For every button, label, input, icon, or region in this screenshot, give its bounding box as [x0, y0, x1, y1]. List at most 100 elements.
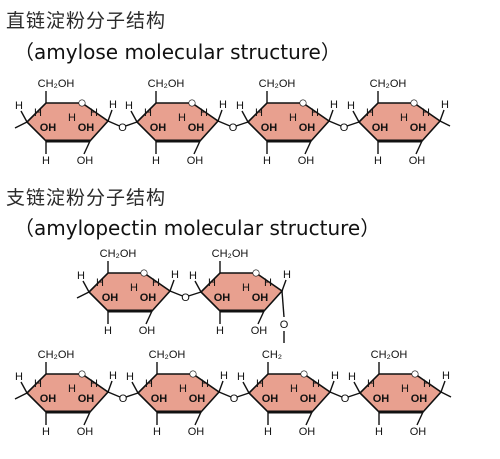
branch-bond: [281, 290, 285, 318]
h-bond: [20, 110, 28, 123]
ch2oh-label: CH₂OH: [100, 248, 137, 260]
h-bond: [107, 380, 113, 393]
ch2oh-label: CH₂OH: [212, 248, 249, 260]
oh-bond: [305, 411, 313, 426]
oh-label: OH: [410, 426, 427, 438]
oh-label: OH: [262, 393, 279, 405]
glycosidic-oxygen: O: [230, 393, 239, 405]
oh-bond: [415, 140, 423, 155]
h-bond: [169, 279, 175, 292]
h-bond: [440, 380, 446, 393]
h-label: H: [366, 107, 374, 119]
h-label: H: [311, 107, 319, 119]
oh-label: OH: [252, 292, 269, 304]
oh-label: OH: [40, 122, 57, 134]
h-bond: [194, 280, 202, 293]
h-label: H: [312, 378, 320, 390]
glycosidic-oxygen: O: [118, 122, 127, 134]
oh-label: OH: [189, 393, 206, 405]
oh-bond: [194, 411, 202, 426]
h-bond: [82, 280, 90, 293]
ring-oxygen-atom: [299, 99, 307, 107]
h-label: H: [423, 378, 431, 390]
oh-label: OH: [300, 393, 317, 405]
h-label: H: [104, 325, 112, 337]
h-label: H: [145, 378, 153, 390]
amylopectin-title-zh: 支链淀粉分子结构: [6, 187, 167, 209]
oh-label: OH: [251, 325, 268, 337]
h-label: H: [68, 112, 76, 124]
h-label: H: [290, 383, 298, 395]
branch-oxygen: O: [280, 319, 289, 331]
h-label: H: [216, 325, 224, 337]
h-label: H: [348, 371, 356, 383]
oh-label: OH: [372, 122, 389, 134]
h-label: H: [15, 371, 23, 383]
h-label: H: [109, 99, 117, 111]
chain-end-bond: [439, 120, 451, 127]
h-label: H: [442, 370, 450, 382]
oh-label: OH: [139, 325, 156, 337]
h-label: H: [264, 426, 272, 438]
h-label: H: [283, 269, 291, 281]
ring-oxygen-atom: [78, 370, 86, 378]
h-label: H: [200, 107, 208, 119]
chain-end-bond: [14, 121, 28, 129]
h-label: H: [171, 269, 179, 281]
oh-label: OH: [261, 122, 278, 134]
chain-end-bond: [440, 391, 452, 398]
h-bond: [131, 381, 139, 394]
h-label: H: [347, 100, 355, 112]
glycosidic-bond: [169, 290, 183, 297]
ring-oxygen-atom: [252, 269, 260, 277]
glycosidic-oxygen: O: [340, 122, 349, 134]
chain-end-bond: [14, 392, 28, 400]
oh-label: OH: [40, 393, 57, 405]
oh-label: OH: [298, 155, 315, 167]
oh-bond: [416, 411, 424, 426]
ring-oxygen-atom: [78, 99, 86, 107]
h-bond: [241, 110, 249, 123]
oh-bond: [145, 310, 153, 325]
oh-label: OH: [410, 122, 427, 134]
h-label: H: [144, 107, 152, 119]
h-bond: [352, 110, 360, 123]
oh-bond: [304, 140, 312, 155]
h-label: H: [68, 383, 76, 395]
amylopectin-title-en: （amylopectin molecular structure）: [14, 216, 381, 240]
ch2oh-label: CH₂OH: [370, 78, 407, 90]
oh-label: OH: [188, 122, 205, 134]
h-label: H: [367, 378, 375, 390]
oh-label: OH: [140, 292, 157, 304]
h-label: H: [152, 277, 160, 289]
oh-bond: [83, 140, 91, 155]
h-label: H: [96, 277, 104, 289]
h-label: H: [289, 112, 297, 124]
h-label: H: [255, 107, 263, 119]
glycosidic-bond: [188, 291, 202, 297]
h-bond: [439, 109, 445, 122]
ch2oh-label: CH₂OH: [148, 78, 185, 90]
h-label: H: [178, 112, 186, 124]
h-label: H: [330, 99, 338, 111]
ring-oxygen-atom: [300, 370, 308, 378]
ch2oh-label: CH₂OH: [38, 349, 75, 361]
glycosidic-bond: [125, 392, 139, 398]
oh-bond: [83, 411, 91, 426]
glycosidic-bond: [107, 120, 120, 127]
oh-label: OH: [77, 426, 94, 438]
h-label: H: [90, 107, 98, 119]
h-bond: [281, 279, 287, 292]
glycosidic-oxygen: O: [119, 393, 128, 405]
ch2oh-label: CH₂OH: [38, 78, 75, 90]
h-label: H: [42, 426, 50, 438]
h-label: H: [263, 155, 271, 167]
amylose-title-zh: 直链淀粉分子结构: [6, 10, 167, 32]
h-label: H: [153, 426, 161, 438]
oh-label: OH: [77, 155, 94, 167]
h-label: H: [189, 270, 197, 282]
h-label: H: [34, 107, 42, 119]
h-label: H: [90, 378, 98, 390]
